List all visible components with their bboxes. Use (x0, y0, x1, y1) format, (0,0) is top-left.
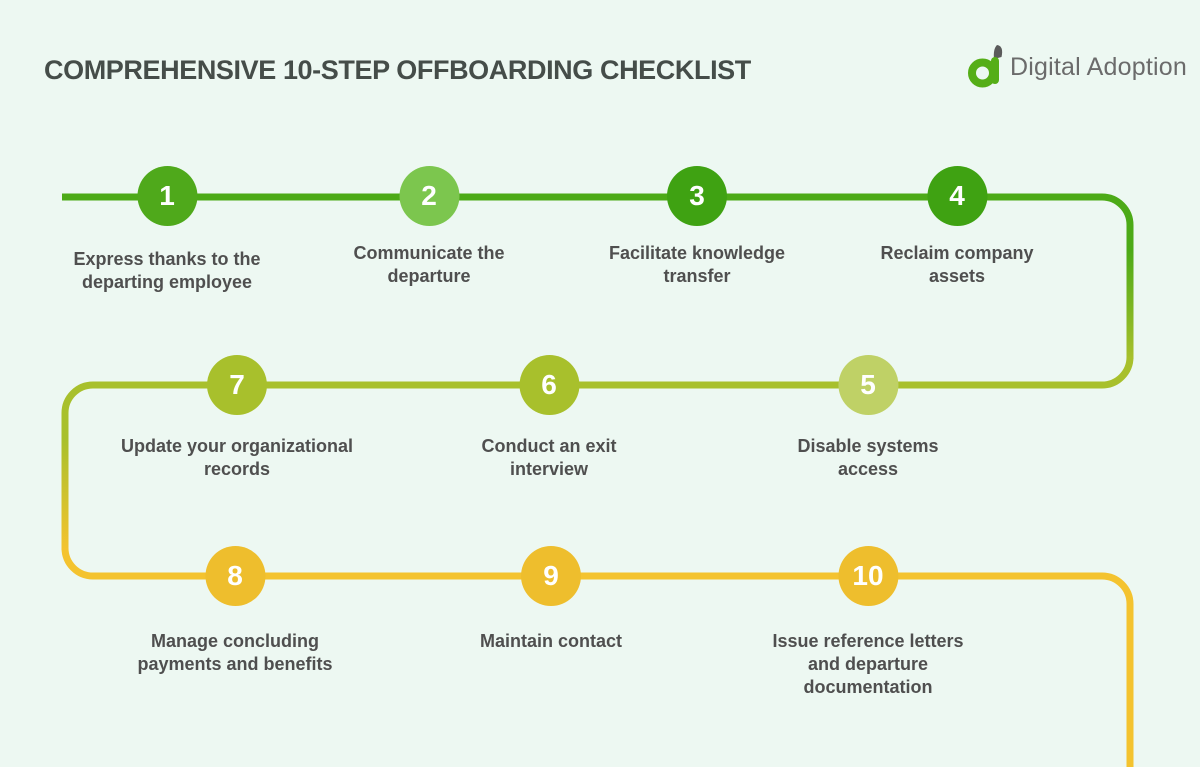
step-label: Conduct an exit interview (481, 436, 617, 479)
step-9: 9 Maintain contact (480, 546, 622, 653)
step-number-badge: 1 (137, 166, 197, 226)
page-title: COMPREHENSIVE 10-STEP OFFBOARDING CHECKL… (44, 55, 751, 85)
brand-logo: Digital Adoption (968, 44, 1187, 90)
brand-logo-icon (968, 45, 1003, 88)
brand-logo-text: Digital Adoption (1010, 52, 1187, 81)
step-number-badge: 5 (838, 355, 898, 415)
step-4: 4 Reclaim company assets (880, 166, 1034, 288)
step-label: Express thanks to the departing employee (73, 249, 261, 292)
step-8: 8 Manage concluding payments and benefit… (137, 546, 333, 676)
step-label: Maintain contact (479, 631, 623, 651)
step-label: Manage concluding payments and benefits (137, 631, 333, 674)
step-number-badge: 4 (927, 166, 987, 226)
step-label: Reclaim company assets (880, 243, 1034, 286)
step-number-badge: 6 (518, 355, 579, 415)
step-label: Communicate the departure (353, 243, 505, 286)
step-number-badge: 2 (399, 166, 459, 226)
step-label: Disable systems access (797, 436, 939, 479)
step-7: 7 Update your organizational records (121, 355, 353, 481)
step-label: Issue reference letters and departure do… (772, 631, 964, 697)
step-label: Facilitate knowledge transfer (608, 243, 786, 286)
step-number-badge: 3 (666, 166, 727, 226)
step-10: 10 Issue reference letters and departure… (772, 546, 964, 699)
step-5: 5 Disable systems access (797, 355, 939, 481)
step-1: 1 Express thanks to the departing employ… (73, 166, 261, 294)
step-number-badge: 7 (207, 355, 267, 415)
step-3: 3 Facilitate knowledge transfer (609, 166, 785, 288)
step-label: Update your organizational records (120, 436, 354, 479)
step-number-badge: 8 (204, 546, 265, 606)
step-number-badge: 10 (837, 546, 898, 606)
step-2: 2 Communicate the departure (353, 166, 505, 288)
step-number-badge: 9 (520, 546, 581, 606)
step-6: 6 Conduct an exit interview (481, 355, 617, 481)
